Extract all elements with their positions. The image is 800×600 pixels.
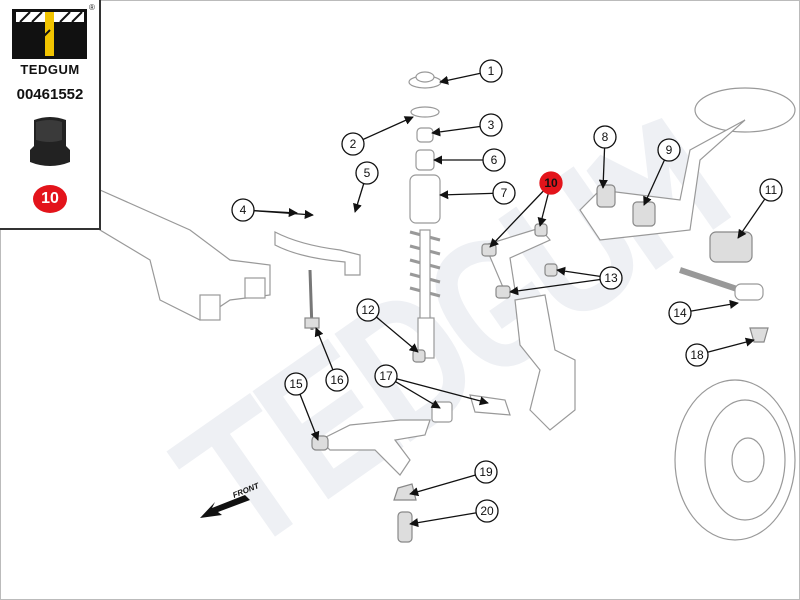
product-panel: ® TEDGUM 00461552 10 — [0, 0, 101, 230]
callout-circle-12 — [356, 298, 380, 322]
callout-circle-4 — [231, 198, 255, 222]
callout-circle-6 — [482, 148, 506, 172]
callout-label-5: 5 — [364, 166, 371, 180]
callout-circle-8 — [593, 125, 617, 149]
callout-label-4: 4 — [240, 203, 247, 217]
steering-linkage — [579, 87, 796, 343]
callout-circle-18 — [685, 343, 709, 367]
brand-name: TEDGUM — [20, 62, 80, 77]
callout-label-3: 3 — [488, 118, 495, 132]
leader-line — [489, 182, 552, 248]
callout-label-11: 11 — [765, 183, 778, 197]
leader-line — [409, 471, 487, 497]
callout-circle-16 — [325, 368, 349, 392]
callout-circle-5 — [355, 161, 379, 185]
callout-label-17: 17 — [379, 369, 393, 383]
leader-line — [385, 375, 489, 406]
subframe — [99, 189, 271, 321]
callout-label-19: 19 — [479, 465, 493, 479]
callout-label-6: 6 — [491, 153, 498, 167]
callout-circle-19 — [474, 460, 498, 484]
leader-line — [509, 277, 612, 296]
callout-circle-3 — [479, 113, 503, 137]
callout-circle-17 — [374, 364, 398, 388]
callout-label-20: 20 — [480, 504, 494, 518]
callout-label-12: 12 — [361, 303, 375, 317]
leader-line — [242, 209, 314, 219]
callout-label-16: 16 — [330, 373, 344, 387]
callout-label-9: 9 — [666, 143, 673, 157]
callout-circle-1 — [479, 59, 503, 83]
tedgum-logo — [12, 9, 87, 59]
callout-circle-9 — [657, 138, 681, 162]
callout-circle-7 — [492, 181, 516, 205]
registered-mark: ® — [89, 3, 95, 12]
callout-label-18: 18 — [690, 348, 704, 362]
callout-label-14: 14 — [673, 306, 687, 320]
stabilizer-bar — [274, 231, 361, 331]
callout-circle-14 — [668, 301, 692, 325]
callout-label-13: 13 — [604, 271, 618, 285]
watermark — [166, 118, 732, 537]
callout-circle-11 — [759, 178, 783, 202]
part-number: 00461552 — [16, 86, 84, 103]
callout-circle-13 — [599, 266, 623, 290]
highlight-badge: 10 — [33, 185, 67, 213]
callout-circle-2 — [341, 132, 365, 156]
callout-label-1: 1 — [488, 64, 495, 78]
callout-label-10: 10 — [544, 176, 558, 190]
bushing-photo — [30, 117, 70, 166]
callout-circle-20 — [475, 499, 499, 523]
wheel — [674, 379, 796, 541]
callout-circle-15 — [284, 372, 308, 396]
callout-label-2: 2 — [350, 137, 357, 151]
callout-label-7: 7 — [501, 186, 508, 200]
callout-label-15: 15 — [289, 377, 303, 391]
callout-circle-10 — [539, 171, 563, 195]
leader-line — [409, 510, 488, 528]
upper-control-arm — [481, 223, 558, 299]
callout-label-8: 8 — [602, 130, 609, 144]
steering-knuckle — [514, 294, 576, 431]
